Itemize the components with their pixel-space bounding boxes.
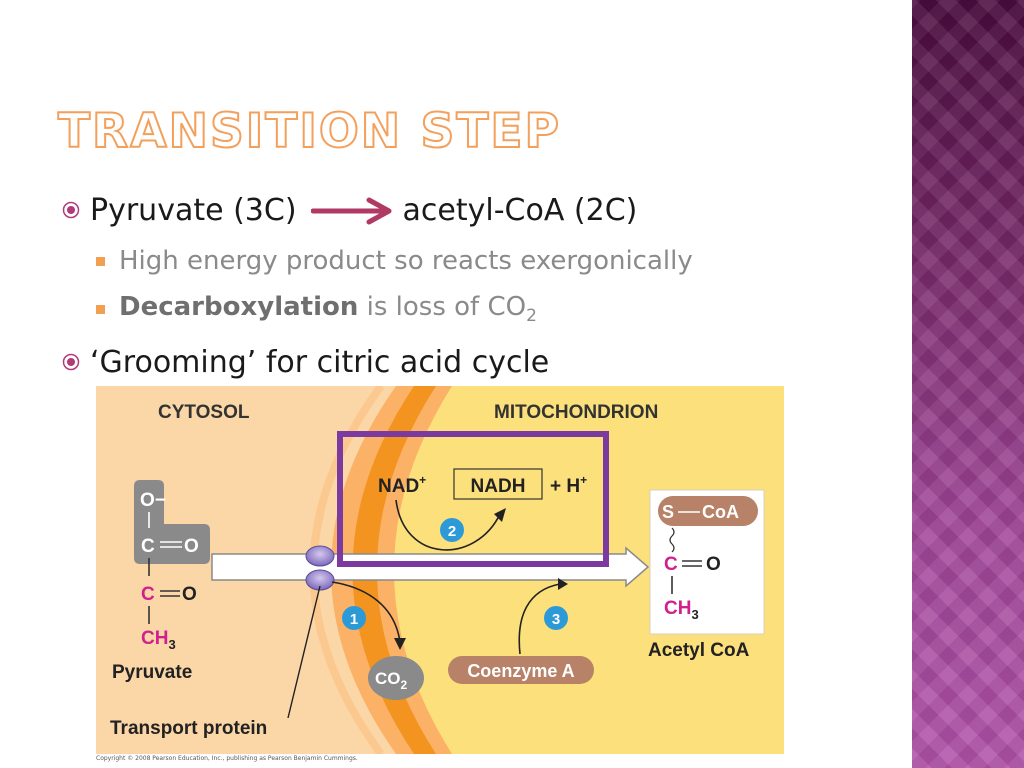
mitochondrion-label: MITOCHONDRION <box>494 402 658 423</box>
cytosol-label: CYTOSOL <box>158 402 250 423</box>
bullet-pyruvate-left: Pyruvate (3C) <box>90 192 297 228</box>
pyruvate-ch3: CH3 <box>141 628 176 652</box>
s-coa-s: S <box>662 502 674 522</box>
subbullet-decarboxylation-text: Decarboxylation is loss of CO2 <box>119 292 537 326</box>
step2-arrow <box>395 499 501 551</box>
step1-circle <box>342 606 366 630</box>
pyruvate-label: Pyruvate <box>112 662 192 683</box>
copyright-notice: Copyright © 2008 Pearson Education, Inc.… <box>96 755 358 762</box>
co2-label: CO <box>375 669 401 688</box>
transport-pointer <box>287 585 321 719</box>
coenzyme-a-label: Coenzyme A <box>467 661 574 681</box>
pyruvate-3: 3 <box>168 637 175 652</box>
step2-arrowhead <box>494 508 506 522</box>
acetyl-ch: CH <box>664 598 691 619</box>
square-bullet-icon <box>96 256 105 266</box>
nadh-label: NADH <box>471 476 526 497</box>
subbullet-decarboxylation: Decarboxylation is loss of CO2 <box>96 292 537 326</box>
step1-arrow <box>331 581 401 643</box>
step3-number: 3 <box>552 611 560 628</box>
carboxyl-group-highlight <box>134 480 210 564</box>
bullet-grooming: ‘Grooming’ for citric acid cycle <box>62 342 549 382</box>
nad-text: NAD+ <box>378 473 426 497</box>
step1-number: 1 <box>350 611 358 628</box>
target-bullet-icon <box>62 201 80 219</box>
h-plus-label: + H <box>550 476 580 497</box>
coenzyme-a-pill <box>448 656 594 684</box>
transport-protein-top <box>305 545 335 567</box>
bullet-grooming-text: ‘Grooming’ for citric acid cycle <box>90 344 550 380</box>
right-arrow-icon <box>310 197 392 225</box>
s-coa-coa: CoA <box>702 502 739 522</box>
nadh-box <box>453 468 543 500</box>
nad-superscript: + <box>419 473 426 487</box>
h-plus-text: + H+ <box>550 473 587 497</box>
s-coa-pill <box>658 496 758 526</box>
pyruvate-o-minus: O− <box>140 490 166 511</box>
step2-circle <box>440 518 464 542</box>
acetyl-coa-label: Acetyl CoA <box>648 640 750 661</box>
h-plus-superscript: + <box>580 473 587 487</box>
co2-bubble <box>368 656 424 700</box>
step2-number: 2 <box>448 523 456 540</box>
pyruvate-ch: CH <box>141 628 168 649</box>
pyruvate-c1: C <box>141 536 155 557</box>
wavy-bond <box>669 527 675 553</box>
acetyl-ch3: CH3 <box>664 598 699 622</box>
step3-arrowhead <box>558 578 568 590</box>
target-bullet-icon <box>62 353 80 371</box>
acetyl-o: O <box>706 554 721 575</box>
decorative-side-band <box>912 0 1024 768</box>
transport-protein-label: Transport protein <box>110 718 267 739</box>
subbullet-high-energy-text: High energy product so reacts exergonica… <box>119 246 693 276</box>
decarboxylation-term: Decarboxylation <box>119 292 359 322</box>
highlight-box <box>337 431 609 567</box>
pyruvate-c2: C <box>141 584 155 605</box>
transport-protein-bottom <box>305 569 335 591</box>
step3-arrow <box>518 583 561 655</box>
pyruvate-o2: O <box>182 584 197 605</box>
acetyl-c: C <box>664 554 678 575</box>
step3-circle <box>544 606 568 630</box>
acetyl-3: 3 <box>691 607 698 622</box>
bullet-pyruvate-right: acetyl-CoA (2C) <box>402 192 638 228</box>
bullet-pyruvate: Pyruvate (3C) acetyl-CoA (2C) <box>62 190 637 230</box>
pyruvate-transport-diagram: CYTOSOL MITOCHONDRION NAD+ NADH + H+ 2 O… <box>96 386 784 754</box>
decarboxylation-rest: is loss of CO <box>358 292 527 322</box>
subbullet-high-energy: High energy product so reacts exergonica… <box>96 244 693 278</box>
co2-text: CO2 <box>375 669 408 692</box>
pyruvate-o1: O <box>184 536 199 557</box>
slide-title: Transition step <box>57 103 561 160</box>
nad-label: NAD <box>378 476 419 497</box>
co2-subscript: 2 <box>526 306 537 326</box>
step1-arrowhead <box>394 638 406 650</box>
square-bullet-icon <box>96 304 105 314</box>
co2-subscript-figure: 2 <box>401 678 408 692</box>
